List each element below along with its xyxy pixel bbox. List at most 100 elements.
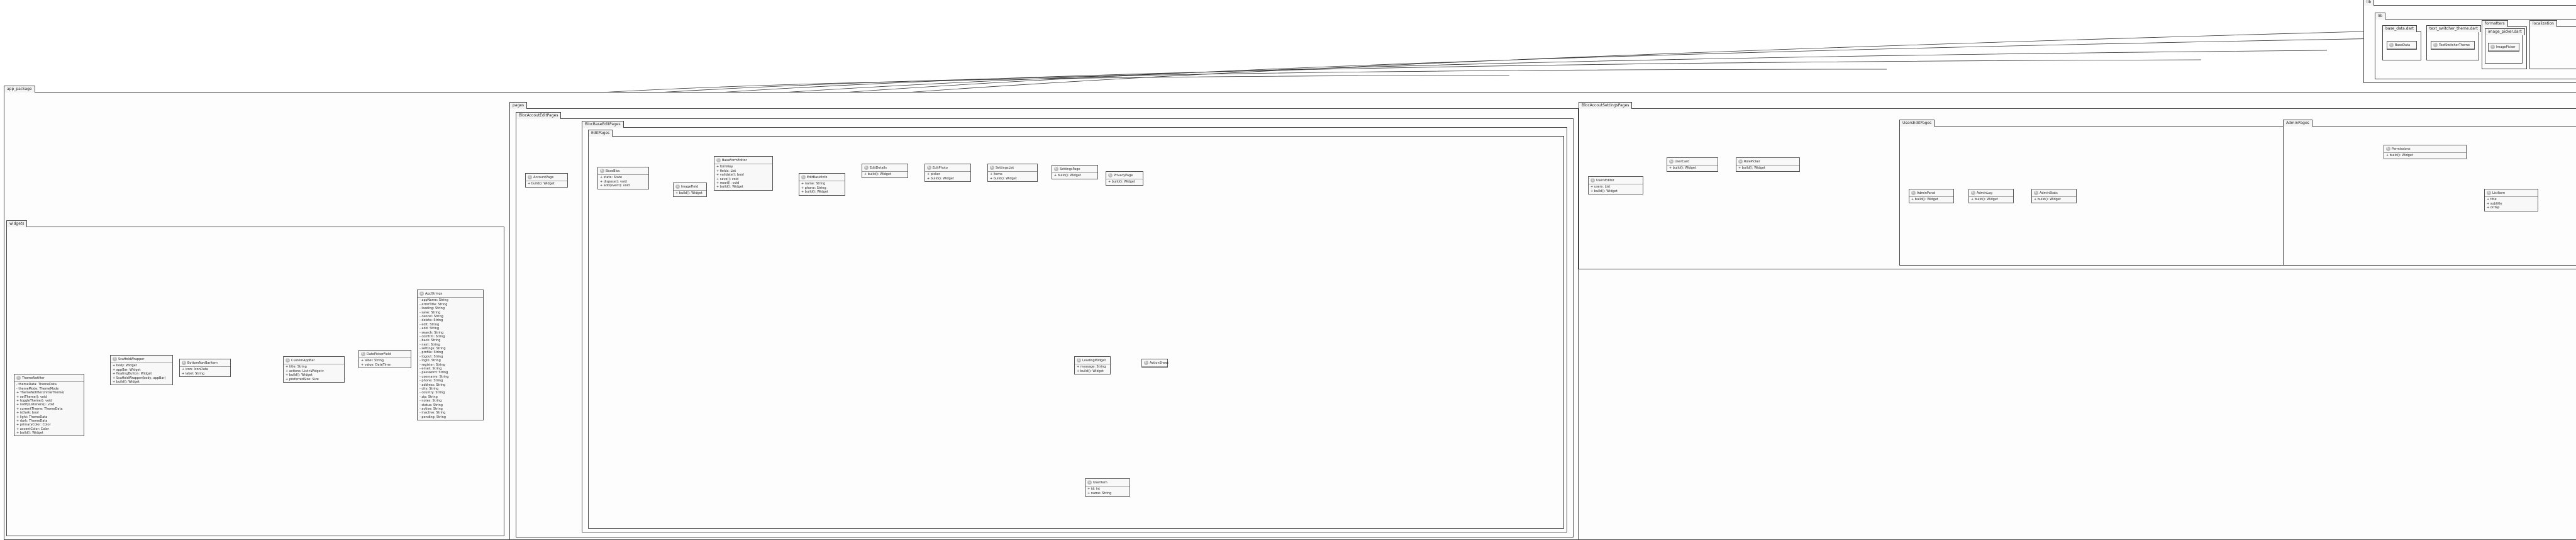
class-title: SettingsPage [1060,167,1080,171]
class-member: - errorTitle: String [419,302,448,307]
class-member: + build(): Widget [2034,198,2061,202]
class-title: PrivacyPage [1114,174,1133,177]
class-member: + build(): Widget [801,190,828,194]
class-members: + build(): Widget [1052,173,1097,178]
class-title: LoadingWidget [1082,359,1106,363]
class-members: + name: String+ phone: String+ build(): … [799,181,845,194]
class-member: - search: String [419,330,444,335]
class-icon: C [286,358,290,363]
class-member: - password: String [419,371,448,375]
class-members: + build(): Widget [2384,153,2466,158]
class-member: + id: int [1087,487,1101,492]
class-member: - profile: String [419,351,443,355]
class-member: + currentTheme: ThemeData [16,407,63,411]
class-member: + body: Widget [113,364,137,368]
class-member: - country: String [419,391,445,395]
class-member: + label: String [182,371,205,376]
class-icon: C [1077,358,1081,363]
class-member: - city: String [419,387,439,391]
package-label: widgets [6,220,28,227]
class-members: + build(): Widget [1736,166,1799,171]
class-icon: C [2433,43,2438,47]
class-members: + build(): Widget [2032,197,2076,202]
class-title: Permissions [2392,147,2411,151]
class-members: + label: String+ value: DateTime [359,358,411,368]
class-title: ActionSheet [1150,361,1169,365]
class-member: + picker [927,172,940,177]
class-member: + build(): Widget [2386,154,2413,158]
class-member: + build(): Widget [990,176,1017,181]
class-members: + icon: IconData+ label: String [180,367,230,376]
class-member: + build(): Widget [716,185,743,189]
class-member: - notes: String [419,399,442,403]
package-label: formatters [2482,20,2508,27]
class-member: + formKey [716,165,733,169]
class-icon: C [1669,159,1674,164]
class-member: + build(): Widget [16,431,43,436]
class-icon: C [1087,480,1092,485]
package-label: pages [509,102,528,109]
class-member: + validate(): bool [716,173,744,177]
class-member: - inactive: String [419,411,446,415]
class-members: + title: String+ actions: List<Widget>+ … [284,364,344,382]
class-member: + build(): Widget [286,373,313,378]
class-member: + title [2487,198,2497,202]
class-member: + ScaffoldWrapper(body, appBar) [113,376,166,380]
class-member: + toggleTheme(): void [16,398,52,403]
class-title: ImageField [681,185,699,189]
class-member: + build(): Widget [528,182,555,186]
package-label: lib [2375,13,2386,20]
class-members: - themeData: ThemeData- themeMode: Theme… [14,382,84,436]
class-icon: C [675,184,680,189]
class-icon: C [2034,191,2038,195]
class-member: + build(): Widget [675,191,702,196]
class-member: - login: String [419,359,441,363]
class-member: + build(): Widget [1054,174,1081,178]
class-member: + subtitle [2487,201,2502,206]
package-label: UsersEditPages [1899,120,1935,127]
class-icon: C [1591,178,1595,183]
class-title: TextSwitcherTheme [2439,43,2470,47]
class-title: UserItem [1093,481,1108,485]
class-member: + build(): Widget [864,172,891,177]
class-member: + value: DateTime [361,363,391,367]
class-title: UsersEditor [1596,179,1614,183]
class-member: - email: String [419,367,442,371]
class-member: + ThemeNotifier(initialTheme) [16,391,65,395]
class-member: + build(): Widget [1738,166,1765,171]
class-member: - appName: String [419,298,448,303]
package-label: BlocBaseEditPages [582,121,624,128]
package-label: localization [2529,20,2557,27]
class-icon: C [182,361,186,365]
class-member: + name: String [801,182,826,186]
class-title: RolePicker [1744,160,1760,164]
class-member: + notifyListeners(): void [16,403,55,407]
class-member: - delete: String [419,318,443,323]
class-member: + build(): Widget [113,380,140,384]
class-icon: C [2389,43,2394,47]
class-title: EditPhoto [933,166,948,170]
class-member: - settings: String [419,347,446,351]
class-member: + build(): Widget [1108,180,1135,184]
class-member: - save: String [419,310,441,315]
class-icon: C [990,166,994,170]
class-member: + accentColor: Color [16,427,49,431]
class-icon: C [528,175,532,179]
class-icon: C [1144,361,1148,365]
class-members: + build(): Widget [862,172,908,177]
class-icon: C [1738,159,1743,164]
package-label: app_package [4,86,35,93]
class-member: + state: State [600,176,622,180]
class-member: - loading: String [419,307,445,311]
